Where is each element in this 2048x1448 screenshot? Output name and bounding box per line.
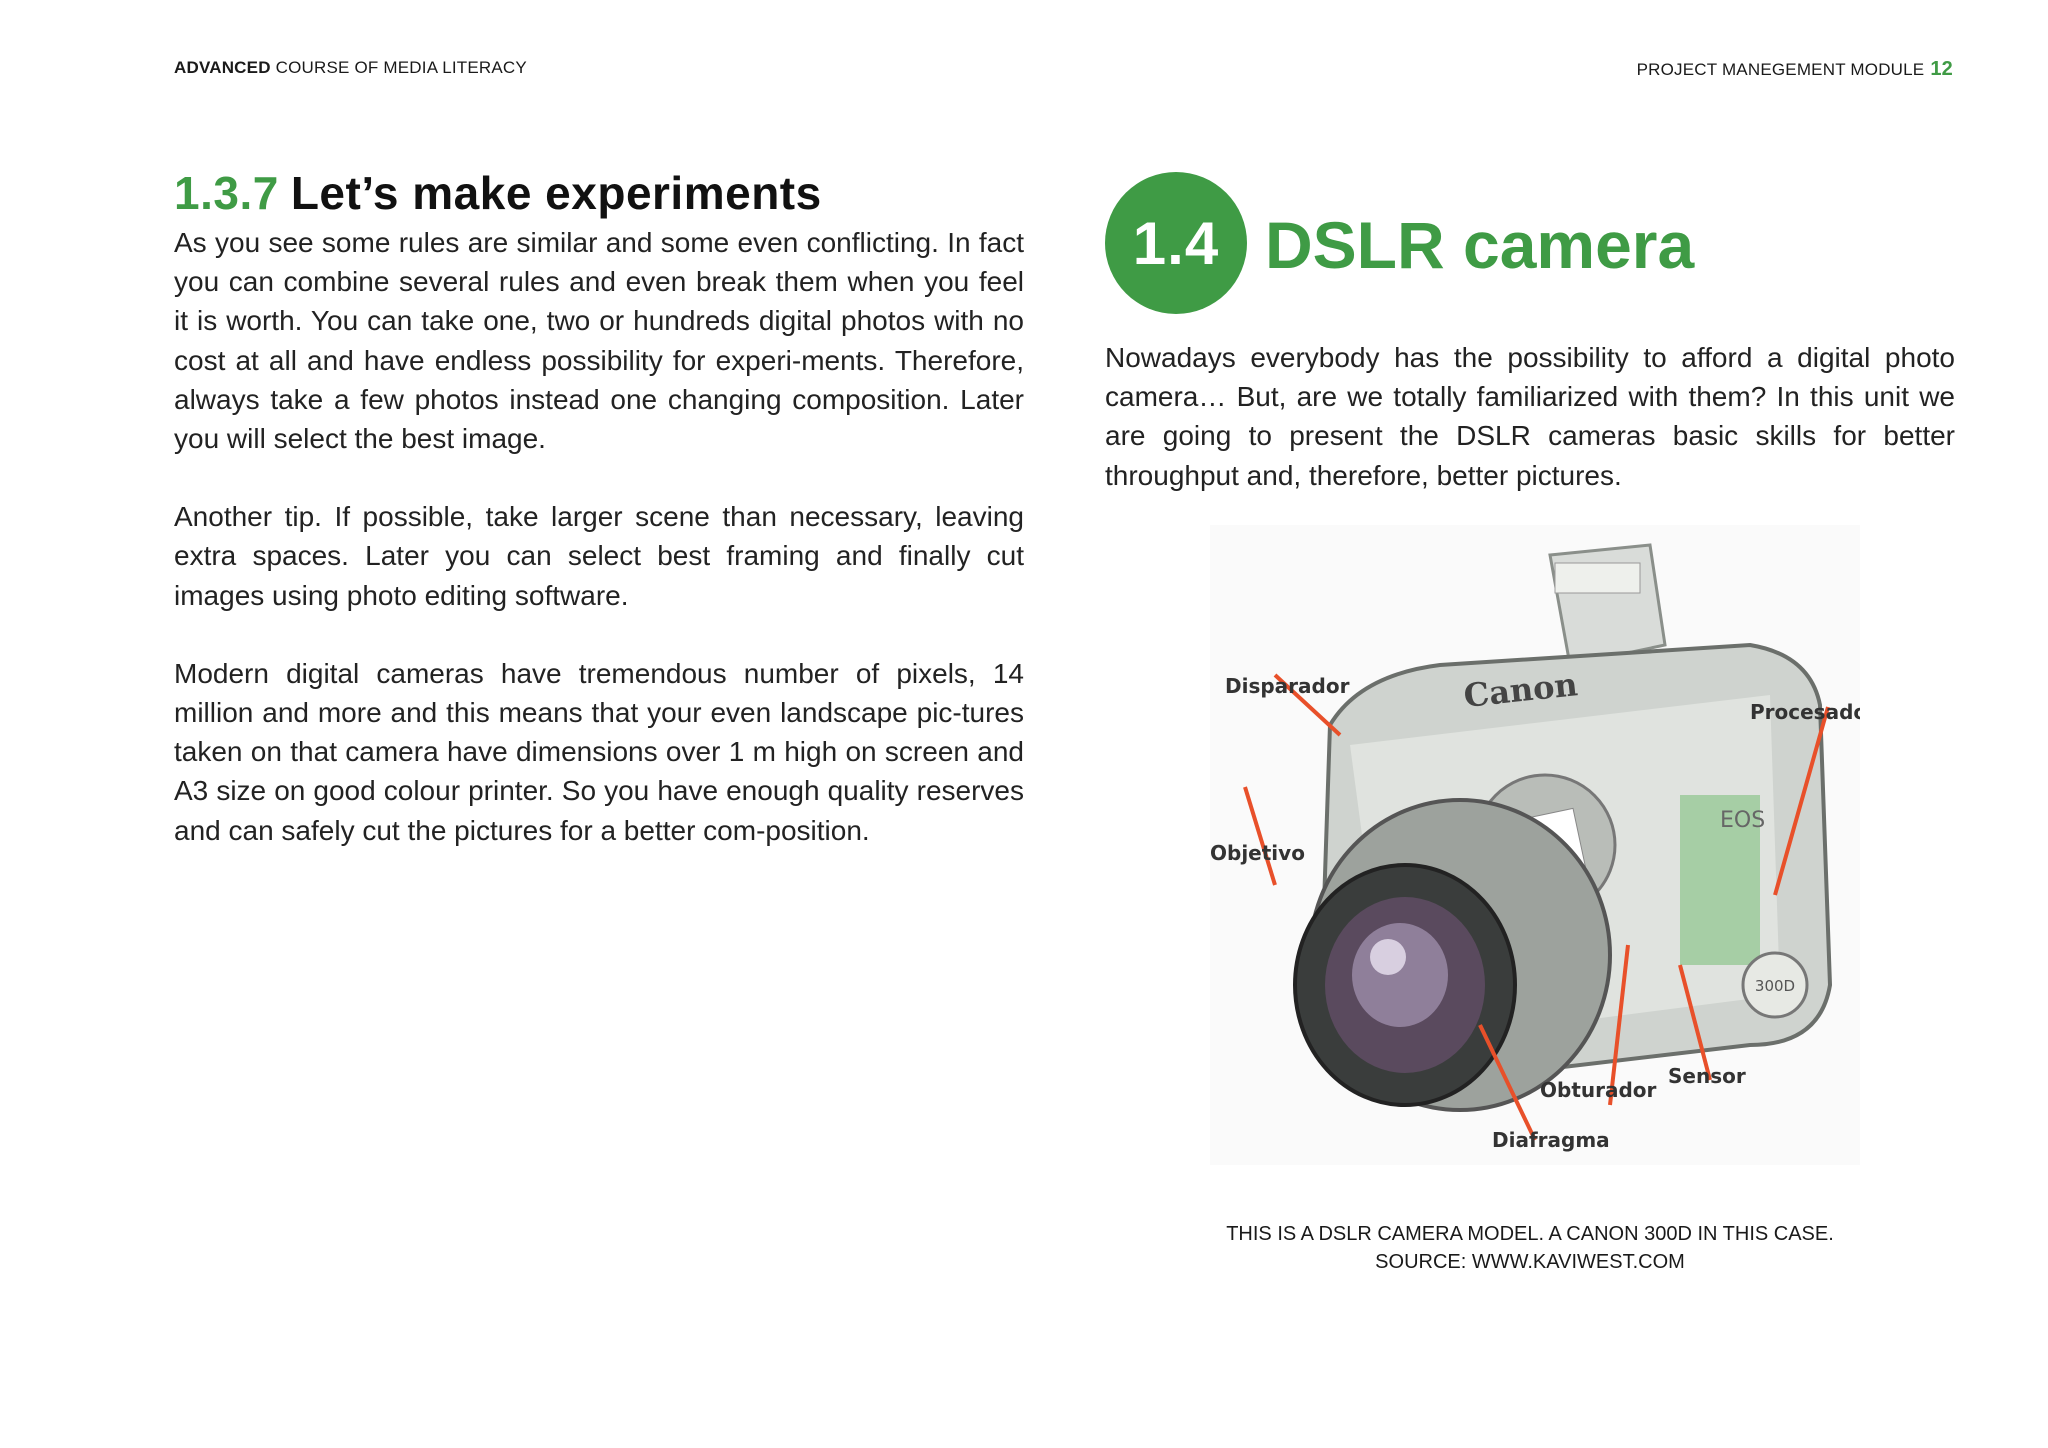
- section-number-badge: 1.4: [1105, 172, 1247, 314]
- label-diafragma: Diafragma: [1492, 1128, 1610, 1152]
- camera-cutaway-illustration: 300D Canon EOS Disparador Procesador Obj…: [1210, 525, 1877, 1165]
- paragraph: As you see some rules are similar and so…: [174, 227, 1024, 455]
- right-column-heading: 1.4 DSLR camera: [1105, 170, 1955, 320]
- caption-line-1: THIS IS A DSLR CAMERA MODEL. A CANON 300…: [1226, 1223, 1834, 1245]
- section-title-dslr: DSLR camera: [1265, 208, 1695, 282]
- caption-line-2: SOURCE: WWW.KAVIWEST.COM: [1375, 1251, 1685, 1273]
- header-left-text: COURSE OF MEDIA LITERACY: [270, 58, 527, 77]
- label-obturador: Obturador: [1540, 1078, 1657, 1102]
- section-title: Let’s make experiments: [290, 167, 822, 219]
- header-left-bold: ADVANCED: [174, 58, 271, 77]
- header-right-text: PROJECT MANEGEMENT MODULE: [1636, 60, 1925, 79]
- paragraph: Modern digital cameras have tremendous n…: [174, 657, 1024, 846]
- model-badge: 300D: [1755, 977, 1795, 995]
- section-header: 1.4 DSLR camera: [1105, 170, 1955, 320]
- lens: [1293, 798, 1612, 1112]
- flash: [1548, 543, 1667, 667]
- paragraph: Another tip. If possible, take larger sc…: [174, 501, 1024, 611]
- label-procesador: Procesador: [1750, 700, 1860, 724]
- page-number: 12: [1930, 58, 1953, 80]
- camera-figure: 300D Canon EOS Disparador Procesador Obj…: [1210, 525, 1877, 1165]
- label-objetivo: Objetivo: [1210, 841, 1305, 865]
- intro-paragraph: Nowadays everybody has the possibility t…: [1105, 342, 1955, 491]
- model-mark: EOS: [1720, 808, 1765, 833]
- running-header-left: ADVANCED COURSE OF MEDIA LITERACY: [174, 58, 527, 78]
- label-disparador: Disparador: [1225, 674, 1350, 698]
- running-header-right: PROJECT MANEGEMENT MODULE 12: [1637, 58, 1953, 81]
- section-number: 1.3.7: [174, 167, 279, 219]
- label-sensor: Sensor: [1668, 1064, 1746, 1088]
- callout-lines: [1243, 673, 1830, 1141]
- figure-caption: THIS IS A DSLR CAMERA MODEL. A CANON 300…: [1105, 1220, 1955, 1276]
